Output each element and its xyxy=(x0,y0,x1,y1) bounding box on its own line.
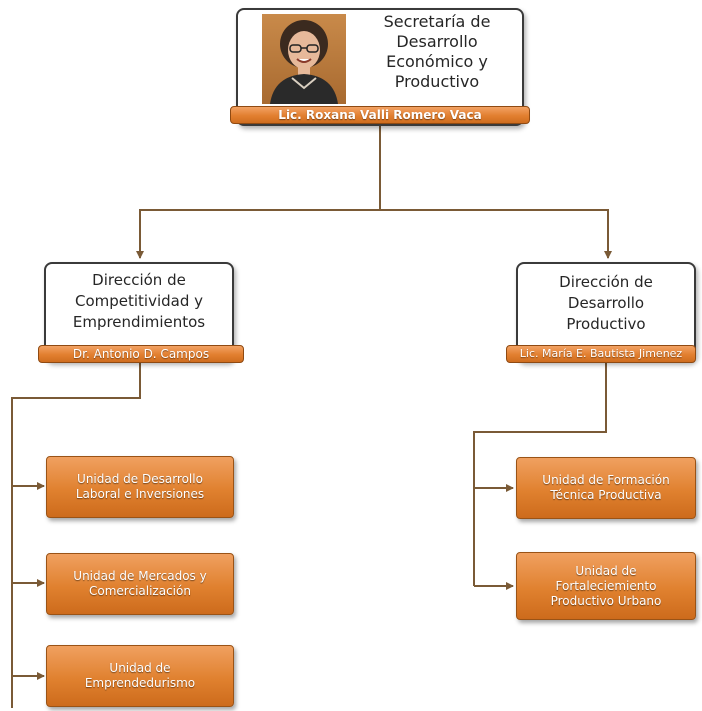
head-title: Secretaría de Desarrollo Económico y Pro… xyxy=(383,12,491,91)
head-name-bar: Lic. Roxana Valli Romero Vaca xyxy=(230,106,530,124)
head-card: Secretaría de Desarrollo Económico y Pro… xyxy=(230,8,530,126)
left-director-name-bar: Dr. Antonio D. Campos xyxy=(38,345,244,363)
head-connector xyxy=(136,124,381,259)
left-director-title: Dirección de Competitividad y Emprendimi… xyxy=(72,271,206,331)
right-branch-connector xyxy=(473,362,607,586)
right-director-card: Dirección de Desarrollo Productivo Lic. … xyxy=(506,262,696,363)
head-connector-right xyxy=(380,209,612,259)
left-unit-2: Unidad de Mercados y Comercialización xyxy=(46,553,234,615)
left-director-card: Dirección de Competitividad y Emprendimi… xyxy=(38,262,244,363)
right-director-title: Dirección de Desarrollo Productivo xyxy=(559,273,653,333)
left-unit-3: Unidad de Emprendedurismo xyxy=(46,645,234,707)
portrait-illustration xyxy=(270,20,338,104)
right-director-name-bar: Lic. María E. Bautista Jimenez xyxy=(506,345,696,363)
left-unit-1: Unidad de Desarrollo Laboral e Inversion… xyxy=(46,456,234,518)
left-branch-connector xyxy=(11,362,141,708)
right-unit-1: Unidad de Formación Técnica Productiva xyxy=(516,457,696,519)
portrait-photo xyxy=(262,14,346,104)
right-unit-2: Unidad de Fortaleciemiento Productivo Ur… xyxy=(516,552,696,620)
